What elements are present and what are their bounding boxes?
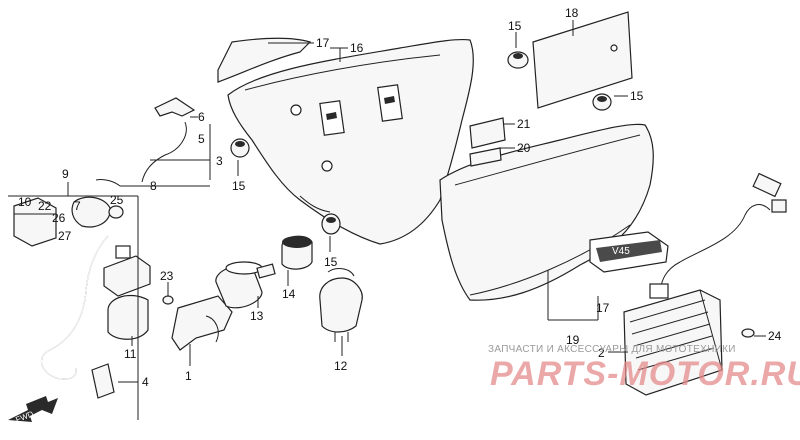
capacitor-13 bbox=[215, 261, 276, 309]
bolt-23 bbox=[162, 295, 174, 305]
callout-22: 22 bbox=[38, 199, 52, 213]
watermark-line1: ЗАПЧАСТИ И АКСЕССУАРЫ ДЛЯ МОТОТЕХНИКИ bbox=[488, 344, 736, 355]
sticker-21 bbox=[469, 117, 506, 149]
connector bbox=[752, 172, 787, 213]
callout-15-middle: 15 bbox=[232, 179, 246, 193]
callout-12: 12 bbox=[334, 359, 348, 373]
bracket-1-arm bbox=[205, 315, 219, 343]
clip-25 bbox=[108, 205, 124, 219]
grommet-15-lower bbox=[321, 213, 341, 235]
callout-numbers: 17 16 15 18 15 21 20 6 5 3 8 15 9 7 10 2… bbox=[18, 6, 782, 389]
callout-14: 14 bbox=[282, 287, 296, 301]
relay-assembly bbox=[13, 196, 111, 247]
callout-26: 26 bbox=[52, 211, 66, 225]
grommet-15-top bbox=[507, 51, 529, 69]
leader-lines bbox=[8, 20, 766, 420]
bolt-24 bbox=[741, 328, 755, 338]
callout-17-emblem: 17 bbox=[596, 301, 610, 315]
grommet-15-right bbox=[592, 93, 612, 111]
tube-inner bbox=[41, 235, 109, 380]
bracket-6 bbox=[154, 97, 196, 117]
cable-7 bbox=[95, 179, 121, 187]
callout-18: 18 bbox=[565, 6, 579, 20]
cable-5 bbox=[141, 121, 187, 183]
callout-6: 6 bbox=[198, 110, 205, 124]
callout-8: 8 bbox=[150, 179, 157, 193]
ignition-unit-12 bbox=[319, 268, 363, 342]
callout-7: 7 bbox=[74, 199, 81, 213]
callout-15-lower: 15 bbox=[324, 255, 338, 269]
callout-23: 23 bbox=[160, 269, 174, 283]
callout-24: 24 bbox=[768, 329, 782, 343]
callout-2: 2 bbox=[598, 346, 605, 360]
fwd-arrow: FWD bbox=[8, 396, 58, 424]
watermark: ЗАПЧАСТИ И АКСЕССУАРЫ ДЛЯ МОТОТЕХНИКИ PA… bbox=[488, 344, 800, 393]
callout-1: 1 bbox=[185, 369, 192, 383]
callout-27: 27 bbox=[58, 229, 72, 243]
callout-11: 11 bbox=[124, 347, 137, 361]
callout-4: 4 bbox=[142, 375, 149, 389]
callout-21: 21 bbox=[517, 117, 531, 131]
callout-9: 9 bbox=[62, 167, 69, 181]
callout-15-right: 15 bbox=[630, 89, 644, 103]
cover-rubber-strip bbox=[217, 37, 312, 83]
callout-16: 16 bbox=[350, 41, 364, 55]
bracket-1 bbox=[171, 295, 233, 351]
plate-part-18 bbox=[532, 11, 633, 109]
callout-5: 5 bbox=[198, 132, 205, 146]
emblem-text: V45 bbox=[612, 246, 630, 257]
callout-19: 19 bbox=[566, 333, 580, 347]
fwd-label: FWD bbox=[14, 409, 34, 424]
callout-17-top: 17 bbox=[316, 36, 330, 50]
v45-emblem: V45 bbox=[589, 231, 669, 273]
tube bbox=[41, 235, 109, 380]
pipe-fitting bbox=[91, 363, 115, 399]
regulator-wire bbox=[659, 204, 771, 291]
callout-15-top: 15 bbox=[508, 19, 522, 33]
starter-relay bbox=[103, 245, 151, 340]
right-side-cover bbox=[439, 123, 654, 301]
regulator-rectifier bbox=[623, 283, 723, 396]
callout-20: 20 bbox=[517, 141, 531, 155]
callout-3: 3 bbox=[216, 154, 223, 168]
callout-13: 13 bbox=[250, 309, 264, 323]
left-side-cover bbox=[227, 38, 474, 245]
capacitor-14 bbox=[281, 235, 313, 270]
grommet-15-middle bbox=[230, 138, 250, 158]
sticker-20 bbox=[469, 147, 502, 167]
watermark-line2: PARTS-MOTOR.RU bbox=[490, 355, 800, 393]
callout-10: 10 bbox=[18, 195, 32, 209]
callout-25: 25 bbox=[110, 193, 124, 207]
